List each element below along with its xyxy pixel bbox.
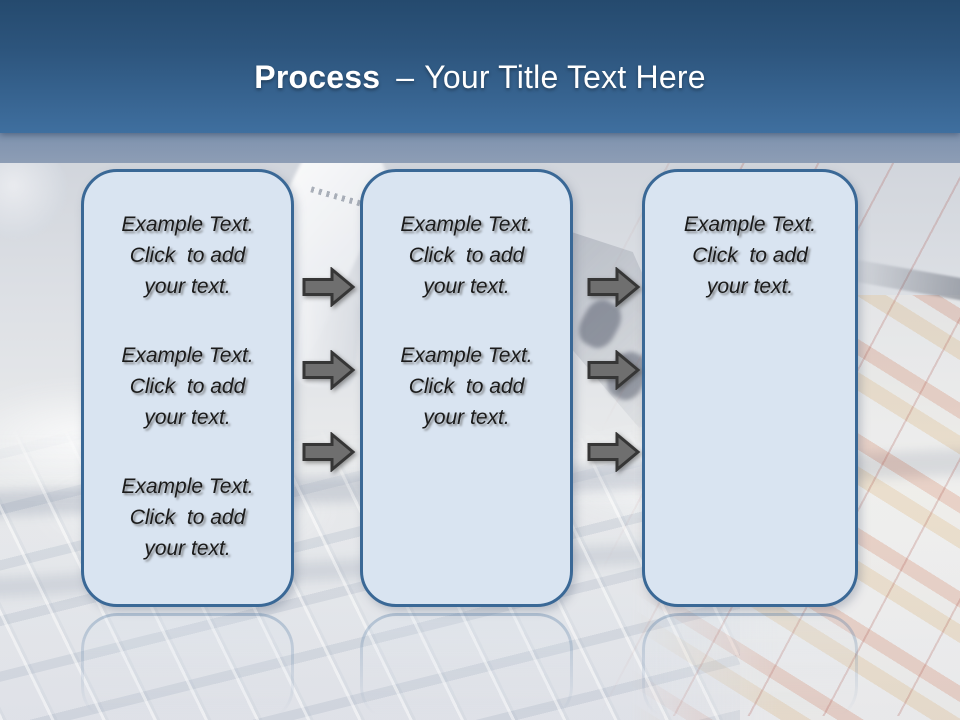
slide-title[interactable]: Process–Your Title Text Here <box>254 37 705 96</box>
title-separator: – <box>396 59 415 95</box>
header-lower-band <box>0 133 960 163</box>
title-keyword: Process <box>254 59 381 95</box>
placeholder-text[interactable]: Example Text. Click to add your text. <box>683 213 817 298</box>
arrow-right-icon[interactable] <box>587 350 641 390</box>
box-reflection <box>360 613 573 720</box>
placeholder-text[interactable]: Example Text. Click to add your text. <box>121 475 254 560</box>
box-reflection <box>81 613 294 720</box>
title-bar: Process–Your Title Text Here <box>0 0 960 133</box>
arrow-right-icon[interactable] <box>587 432 641 472</box>
arrow-right-icon[interactable] <box>302 267 356 307</box>
placeholder-text[interactable]: Example Text. Click to add your text. <box>400 344 533 429</box>
arrow-right-icon[interactable] <box>302 432 356 472</box>
process-box-3[interactable]: Example Text. Click to add your text. <box>642 169 858 607</box>
placeholder-text[interactable]: Example Text. Click to add your text. <box>121 213 254 298</box>
placeholder-text[interactable]: Example Text. Click to add your text. <box>400 213 533 298</box>
title-text: Your Title Text Here <box>424 59 706 95</box>
placeholder-text[interactable]: Example Text. Click to add your text. <box>121 344 254 429</box>
arrow-right-icon[interactable] <box>302 350 356 390</box>
process-box-2[interactable]: Example Text. Click to add your text. Ex… <box>360 169 573 607</box>
arrow-right-icon[interactable] <box>587 267 641 307</box>
process-box-1[interactable]: Example Text. Click to add your text. Ex… <box>81 169 294 607</box>
box-reflection <box>642 613 858 720</box>
